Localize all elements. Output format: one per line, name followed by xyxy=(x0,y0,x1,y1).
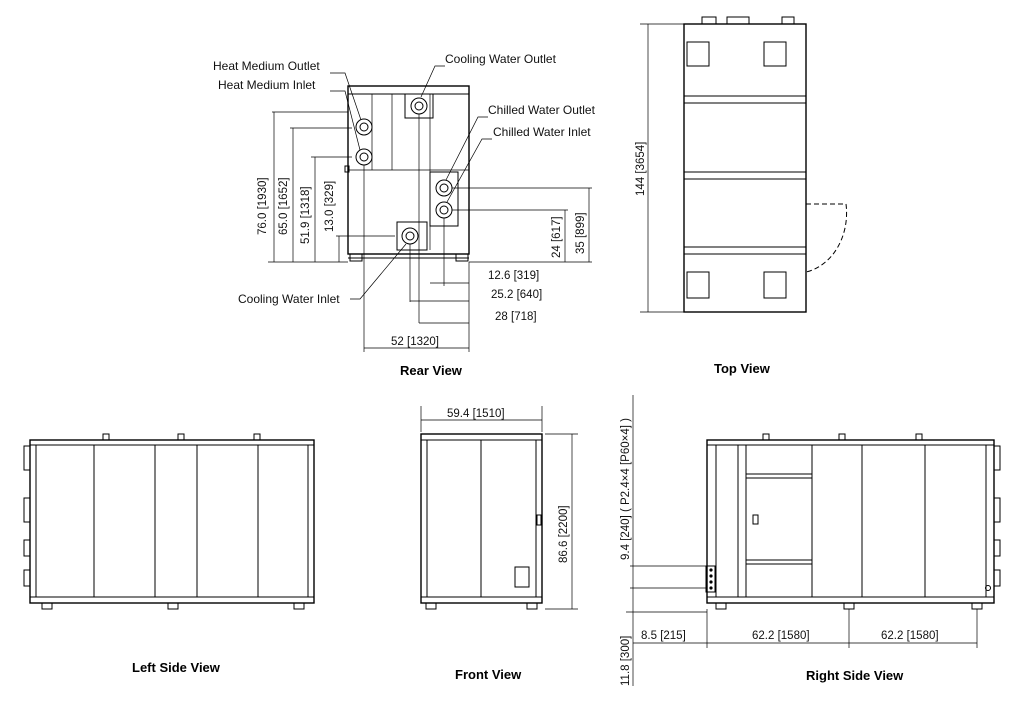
right-dim-w1: 8.5 [215] xyxy=(641,630,686,642)
top-dim-length: 144 [3654] xyxy=(635,142,647,196)
rear-view-title: Rear View xyxy=(400,363,463,378)
rear-dim-w3: 28 [718] xyxy=(495,311,537,323)
chilled-water-outlet-nozzle xyxy=(435,179,453,197)
rear-dim-r2: 35 [899] xyxy=(575,212,587,254)
chilled-water-outlet-label: Chilled Water Outlet xyxy=(488,103,596,117)
front-dim-width: 59.4 [1510] xyxy=(447,408,505,420)
heat-medium-outlet-nozzle xyxy=(355,118,373,136)
cooling-water-outlet-label: Cooling Water Outlet xyxy=(445,52,557,66)
right-dim-w2: 62.2 [1580] xyxy=(752,630,810,642)
top-view-title: Top View xyxy=(714,361,771,376)
cooling-water-outlet-nozzle xyxy=(410,97,428,115)
rear-dim-w2: 25.2 [640] xyxy=(491,289,542,301)
rear-dim-h1: 76.0 [1930] xyxy=(257,177,269,235)
front-cabinet-outline xyxy=(420,433,543,604)
heat-medium-inlet-label: Heat Medium Inlet xyxy=(218,78,316,92)
heat-medium-outlet-label: Heat Medium Outlet xyxy=(213,59,320,73)
front-dim-height: 86.6 [2200] xyxy=(558,505,570,563)
rear-dim-h4: 13.0 [329] xyxy=(324,181,336,232)
door-swing-arc xyxy=(805,203,848,273)
top-cabinet-outline xyxy=(683,23,807,313)
left-cabinet-outline xyxy=(29,439,315,604)
rear-dim-r1: 24 [617] xyxy=(551,216,563,258)
cooling-water-inlet-label: Cooling Water Inlet xyxy=(238,292,340,306)
rear-view xyxy=(268,65,592,352)
right-side-view-title: Right Side View xyxy=(806,668,904,683)
front-view-title: Front View xyxy=(455,667,522,682)
rear-dim-w1: 12.6 [319] xyxy=(488,270,539,282)
left-side-view xyxy=(23,433,315,610)
right-cabinet-outline xyxy=(706,439,995,604)
rear-dim-h3: 51.9 [1318] xyxy=(300,186,312,244)
left-side-view-title: Left Side View xyxy=(132,660,221,675)
cooling-water-inlet-nozzle xyxy=(401,227,419,245)
right-dim-p1: 9.4 [240] ( P2.4×4 [P60×4] ) xyxy=(620,418,632,560)
chilled-water-inlet-nozzle xyxy=(435,201,453,219)
front-view xyxy=(420,406,578,610)
top-view xyxy=(640,16,848,313)
rear-dim-h2: 65.0 [1652] xyxy=(278,177,290,235)
heat-medium-inlet-nozzle xyxy=(355,148,373,166)
door-handle xyxy=(752,514,759,525)
rear-dim-w4: 52 [1320] xyxy=(391,336,439,348)
front-nameplate xyxy=(514,566,530,588)
right-dim-p2: 11.8 [300] xyxy=(620,636,632,686)
right-side-view xyxy=(626,395,1001,686)
chilled-water-inlet-label: Chilled Water Inlet xyxy=(493,125,591,139)
right-dim-w3: 62.2 [1580] xyxy=(881,630,939,642)
